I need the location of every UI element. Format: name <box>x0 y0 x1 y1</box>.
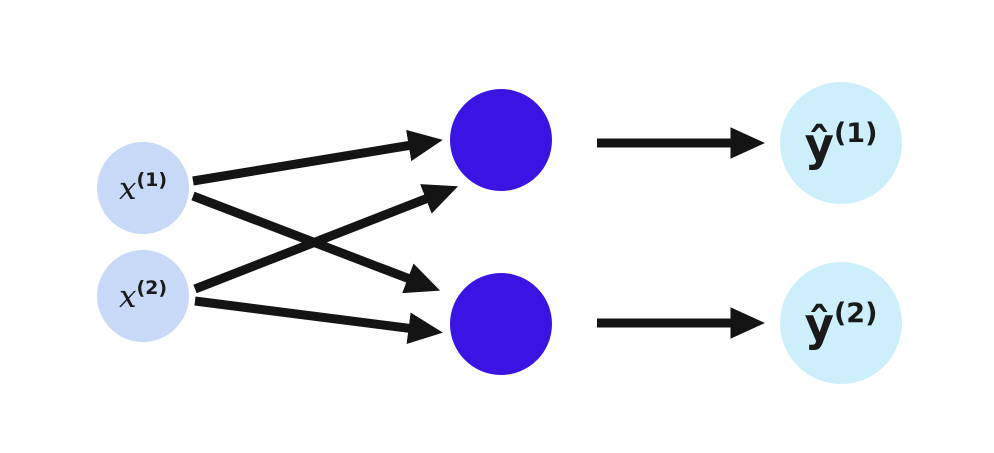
edges-group <box>191 127 765 344</box>
edge-input2-hidden2 <box>194 296 443 344</box>
input-node-1 <box>97 142 189 234</box>
input-1-base: x <box>119 171 137 207</box>
input-node-2-label: x(2) <box>119 277 167 315</box>
input-2-base: x <box>119 279 137 315</box>
input-node-1-label: x(1) <box>119 169 167 207</box>
input-1-sup: (1) <box>136 169 167 191</box>
input-node-2 <box>97 250 189 342</box>
output-node-1-label: ŷ(1) <box>805 118 878 171</box>
input-2-sup: (2) <box>136 277 167 299</box>
output-1-base: ŷ <box>805 118 834 171</box>
output-node-1 <box>780 82 902 204</box>
edge-input2-hidden1 <box>193 184 459 294</box>
output-2-base: ŷ <box>805 298 834 351</box>
output-node-2-label: ŷ(2) <box>805 298 878 351</box>
output-1-sup: (1) <box>834 118 877 149</box>
output-node-2 <box>780 262 902 384</box>
output-2-sup: (2) <box>834 298 877 329</box>
hidden-node-2 <box>450 273 552 375</box>
hidden-node-1 <box>450 89 552 191</box>
edge-input1-hidden1 <box>192 129 443 186</box>
